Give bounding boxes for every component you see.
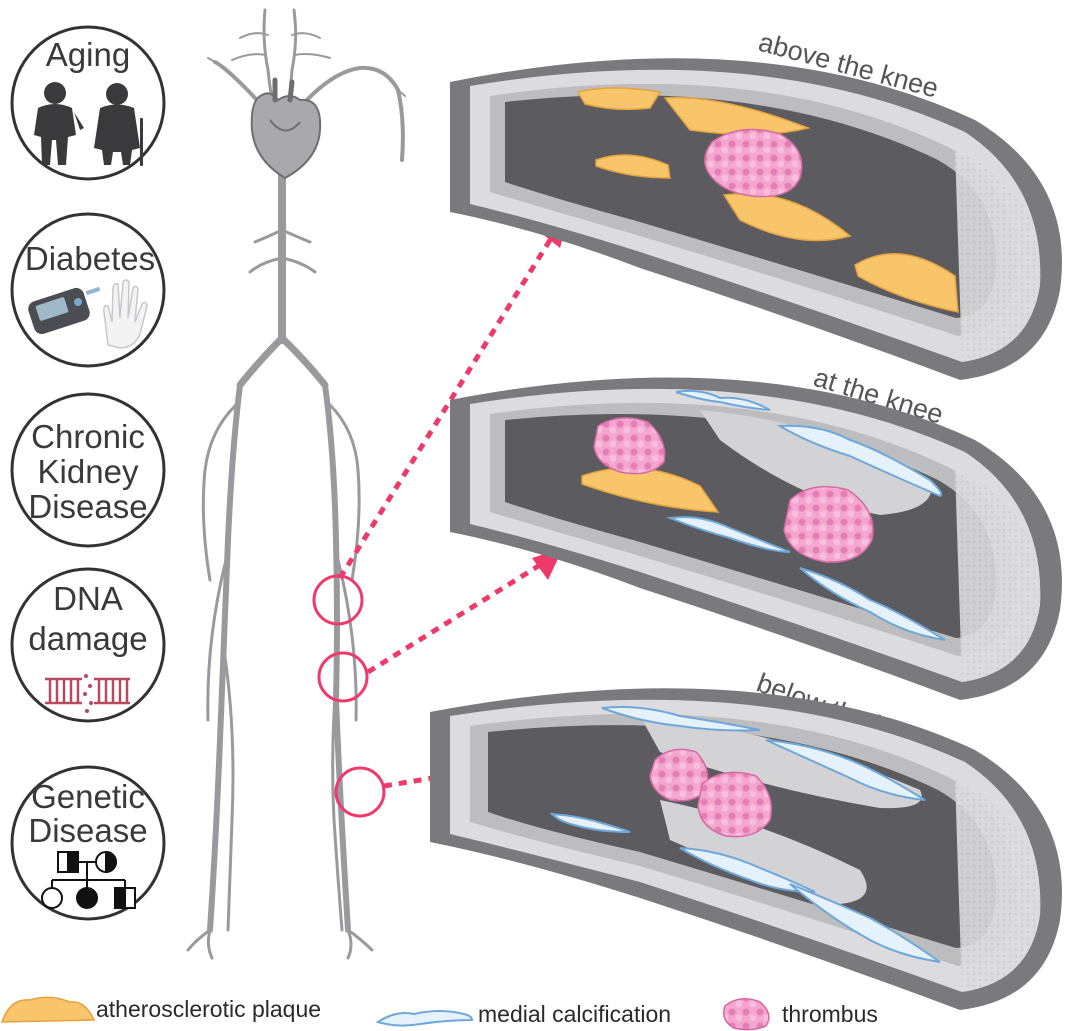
calcification-deposit xyxy=(549,706,941,963)
plaque-deposit xyxy=(576,87,959,313)
risk-factor-label: Disease xyxy=(28,812,147,849)
risk-factor-label: Aging xyxy=(46,36,130,73)
vessel-section-at-knee: at the knee xyxy=(450,362,1062,700)
legend-label-calcification: medial calcification xyxy=(478,1001,671,1027)
thrombus-swatch-icon xyxy=(722,998,770,1031)
pedigree-chart-icon xyxy=(41,850,136,909)
vessel-section-above-knee: above the knee xyxy=(450,27,1062,380)
location-marker-below-knee xyxy=(334,766,386,818)
thrombus-clot xyxy=(649,748,773,838)
thrombus-clot xyxy=(704,128,803,198)
calcification-swatch-icon xyxy=(375,1010,474,1027)
risk-factor-label: Chronic xyxy=(31,418,145,455)
risk-factor-dna-damage: DNA damage xyxy=(10,567,166,723)
plaque-swatch-icon xyxy=(0,996,96,1023)
legend: atherosclerotic plaque medial calcificat… xyxy=(0,996,878,1031)
risk-factor-label: Kidney xyxy=(38,453,139,490)
vessel-section-below-knee: below the knee xyxy=(430,667,1062,1010)
risk-factor-genetic-disease: Genetic Disease xyxy=(10,765,166,921)
risk-factor-label: Genetic xyxy=(31,778,145,815)
legend-label-plaque: atherosclerotic plaque xyxy=(96,996,321,1022)
risk-factor-label: Disease xyxy=(28,488,147,525)
legend-item-thrombus: thrombus xyxy=(722,998,878,1031)
risk-factor-ckd: Chronic Kidney Disease xyxy=(10,392,166,548)
glove-hand-icon xyxy=(103,279,148,349)
location-marker-at-knee xyxy=(317,651,369,703)
glucose-meter-icon xyxy=(28,286,101,335)
risk-factor-label: Diabetes xyxy=(25,240,155,277)
location-marker-above-knee xyxy=(312,574,364,626)
heart-icon xyxy=(250,77,322,180)
legend-item-calcification: medial calcification xyxy=(375,1001,671,1027)
risk-factor-aging: Aging xyxy=(10,25,166,181)
arrow-at-knee xyxy=(366,548,563,675)
calcification-deposit xyxy=(666,389,946,641)
risk-factor-diabetes: Diabetes xyxy=(10,212,166,368)
risk-factor-label: DNA xyxy=(53,580,123,617)
dna-strand-icon xyxy=(45,670,130,713)
elderly-couple-icon xyxy=(34,82,143,166)
risk-factor-label: damage xyxy=(28,620,147,657)
legend-item-plaque: atherosclerotic plaque xyxy=(0,996,321,1023)
thrombus-clot xyxy=(593,417,874,563)
legend-label-thrombus: thrombus xyxy=(782,1001,878,1027)
